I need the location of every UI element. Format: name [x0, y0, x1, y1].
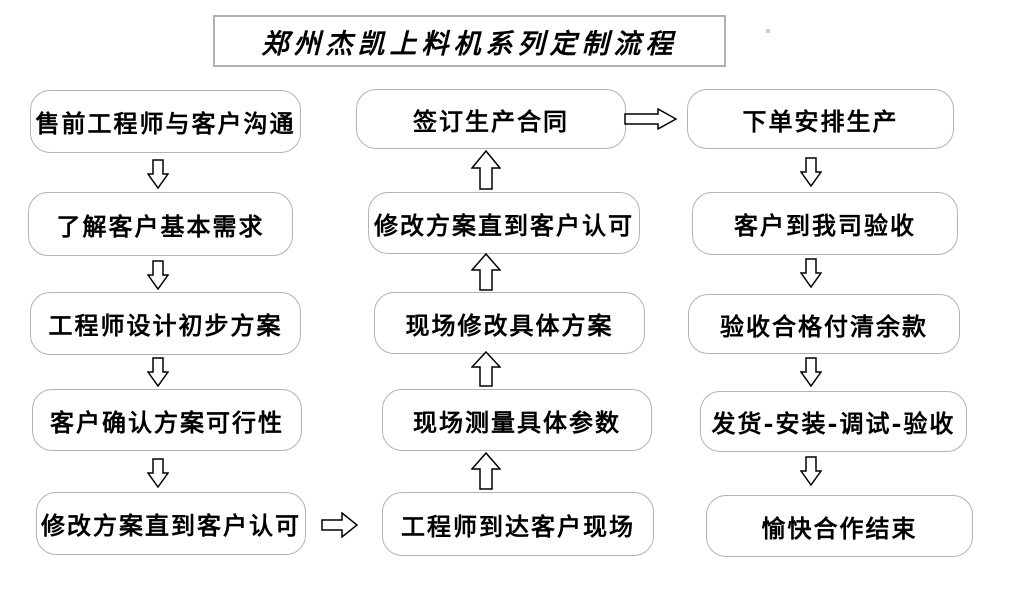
- down-arrow-icon: [800, 357, 822, 387]
- flow-step-pay-balance: 验收合格付清余款: [688, 294, 960, 354]
- flow-step-customer-acceptance-visit: 客户到我司验收: [692, 192, 958, 255]
- down-arrow-icon: [147, 159, 169, 189]
- flow-step-onsite-measure-params: 现场测量具体参数: [382, 389, 652, 451]
- down-arrow-icon: [147, 357, 169, 387]
- flow-step-presales-communication: 售前工程师与客户沟通: [30, 90, 301, 153]
- down-arrow-icon: [800, 258, 822, 288]
- flow-step-sign-contract: 签订生产合同: [356, 89, 626, 149]
- selection-handle-dot: [766, 29, 770, 33]
- down-arrow-icon: [800, 456, 822, 486]
- down-arrow-icon: [800, 157, 822, 187]
- flow-step-place-order-production: 下单安排生产: [687, 89, 954, 149]
- up-arrow-icon: [471, 253, 501, 291]
- up-arrow-icon: [471, 351, 501, 387]
- flow-step-onsite-modify-plan: 现场修改具体方案: [374, 292, 645, 354]
- flow-step-revise-until-approved-onsite: 修改方案直到客户认可: [368, 192, 640, 254]
- up-arrow-icon: [471, 150, 501, 190]
- right-arrow-icon: [321, 512, 358, 538]
- flow-step-revise-until-approved-left: 修改方案直到客户认可: [36, 492, 306, 555]
- flow-step-engineer-arrives: 工程师到达客户现场: [382, 492, 654, 556]
- up-arrow-icon: [471, 452, 501, 490]
- flow-step-happy-cooperation-end: 愉快合作结束: [706, 495, 973, 557]
- right-arrow-icon: [624, 108, 677, 130]
- flowchart-title: 郑州杰凯上料机系列定制流程: [213, 15, 726, 67]
- flow-step-initial-design: 工程师设计初步方案: [30, 292, 301, 355]
- flow-step-ship-install-debug-accept: 发货-安装-调试-验收: [700, 391, 967, 452]
- down-arrow-icon: [147, 260, 169, 290]
- flow-step-understand-needs: 了解客户基本需求: [28, 192, 293, 256]
- down-arrow-icon: [147, 458, 169, 488]
- flow-step-confirm-feasibility: 客户确认方案可行性: [32, 389, 302, 451]
